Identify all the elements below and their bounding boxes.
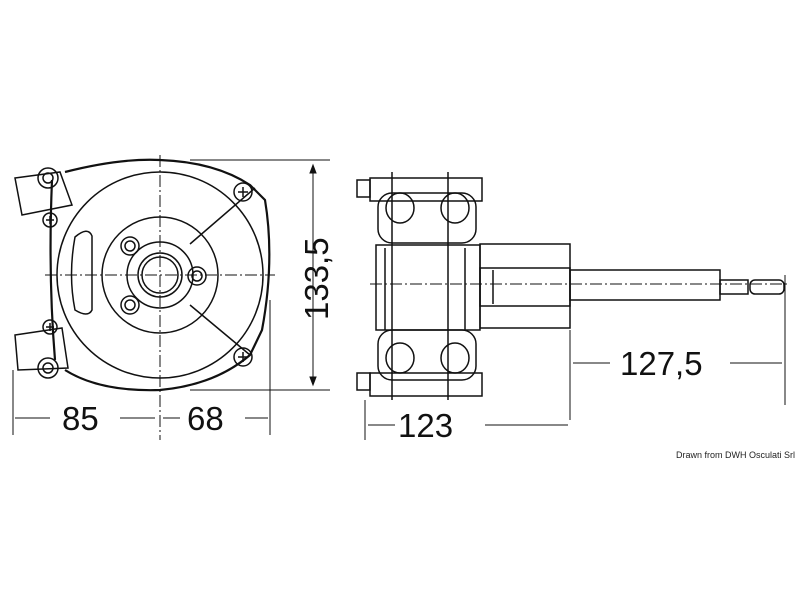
- dim-68: 68: [187, 400, 224, 437]
- front-dimensions: [12, 159, 330, 435]
- front-view: [14, 155, 275, 440]
- dim-85: 85: [62, 400, 99, 437]
- dim-127-5: 127,5: [620, 345, 703, 382]
- dim-123: 123: [398, 407, 453, 444]
- dimension-labels: 85 68 133,5 123 127,5: [62, 237, 703, 444]
- side-dimensions: [364, 275, 786, 440]
- dim-133-5: 133,5: [298, 237, 335, 320]
- side-view: [356, 172, 790, 400]
- credit-text: Drawn from DWH Osculati Srl: [676, 450, 796, 460]
